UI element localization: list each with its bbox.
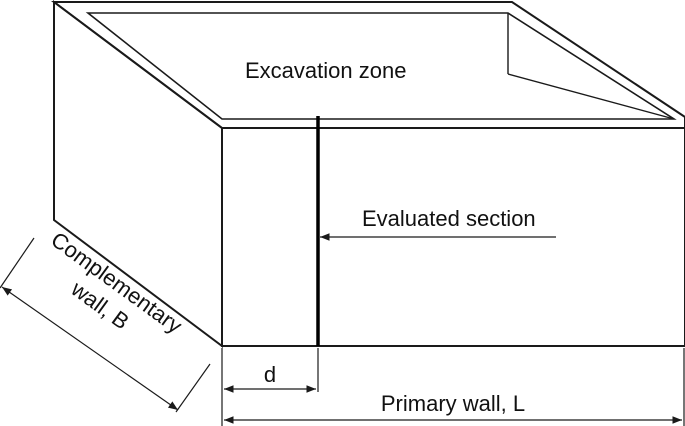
inner-corner-edge (507, 73, 675, 120)
primary-wall-label: Primary wall, L (381, 391, 525, 416)
d-label: d (264, 362, 276, 387)
evaluated-section-label-box (357, 200, 562, 234)
complementary-wall-extension (175, 363, 211, 413)
complementary-wall-extension (0, 237, 35, 289)
complementary-wall-label-group: Complementary wall, B (46, 227, 186, 338)
primary-wall-face (221, 127, 685, 347)
complementary-wall-dimension (1, 286, 179, 411)
excavation-zone-label: Excavation zone (245, 58, 406, 83)
evaluated-section-label: Evaluated section (362, 206, 536, 231)
